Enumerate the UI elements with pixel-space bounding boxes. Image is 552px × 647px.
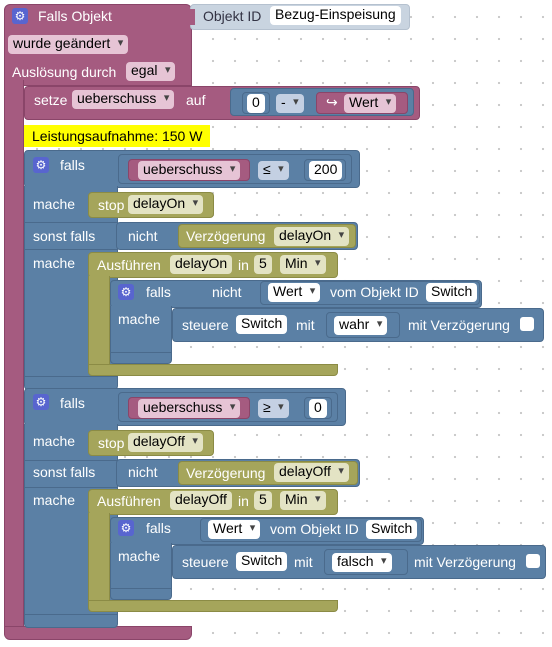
if-2-mache-label: mache: [33, 433, 76, 449]
elseif-row-2: [24, 460, 118, 488]
run-in-label-2: in: [238, 493, 249, 509]
if-1-mache2-label: mache: [33, 255, 76, 271]
gear-icon[interactable]: ⚙: [33, 157, 49, 173]
inner-if-block-2-footer: [110, 588, 172, 600]
value-dropdown[interactable]: Wert: [344, 94, 397, 113]
event-block-footer: [4, 626, 192, 640]
arrow-icon: ↪: [326, 94, 338, 110]
trigger-dropdown[interactable]: egal: [126, 62, 176, 81]
stop-label-2: stop: [98, 435, 125, 451]
run-block-1-spine: [88, 276, 110, 368]
inner-if-block-1-spine: [110, 306, 172, 356]
if-2-falls-label: falls: [60, 395, 85, 411]
control-delay-label-2: mit Verzögerung: [414, 554, 516, 570]
gear-icon[interactable]: ⚙: [118, 284, 134, 300]
value-prop-dropdown-2[interactable]: Wert: [208, 520, 261, 539]
run-unit-dropdown-1[interactable]: Min: [280, 255, 326, 274]
compare-op-dropdown-1[interactable]: ≤: [258, 161, 289, 180]
control-label-1: steuere: [182, 317, 229, 333]
control-object-field-1[interactable]: Switch: [236, 315, 288, 334]
inner-if-block-2-spine: [110, 543, 172, 593]
run-in-label-1: in: [238, 257, 249, 273]
run-num-field-1[interactable]: 5: [254, 255, 272, 274]
control-with-label-2: mit: [294, 554, 313, 570]
inner-if-1-not-label: nicht: [212, 284, 242, 300]
input-connector-notch: [186, 9, 195, 25]
gear-icon[interactable]: ⚙: [33, 394, 49, 410]
control-label-2: steuere: [182, 554, 229, 570]
stop-label-1: stop: [98, 197, 125, 213]
from-object-field-1[interactable]: Switch: [426, 283, 478, 302]
number-field[interactable]: 0: [247, 94, 265, 113]
inner-if-2-mache-label: mache: [118, 548, 161, 564]
control-delay-label-1: mit Verzögerung: [408, 317, 510, 333]
variable-dropdown[interactable]: ueberschuss: [72, 90, 175, 109]
gear-icon[interactable]: ⚙: [118, 520, 134, 536]
comment-note: Leistungsaufnahme: 150 W: [24, 125, 211, 147]
if-1-elseif-label: sonst falls: [33, 228, 96, 244]
object-id-label: Objekt ID: [203, 8, 262, 24]
operator-dropdown[interactable]: -: [276, 94, 304, 113]
stop-timer-dropdown-2[interactable]: delayOff: [128, 433, 203, 452]
delay-label-1: Verzögerung: [186, 228, 266, 244]
control-object-field-2[interactable]: Switch: [236, 552, 288, 571]
compare-num-field-2[interactable]: 0: [309, 399, 327, 418]
if-2-mache2-label: mache: [33, 492, 76, 508]
run-timer-field-1[interactable]: delayOn: [170, 255, 233, 274]
run-block-2-spine: [88, 513, 110, 605]
run-label-2: Ausführen: [97, 493, 161, 509]
object-id-field[interactable]: Bezug-Einspeisung: [270, 6, 401, 25]
inner-if-1-mache-label: mache: [118, 311, 161, 327]
run-num-field-2[interactable]: 5: [254, 491, 272, 510]
trigger-label: Auslösung durch: [12, 64, 117, 80]
inner-if-1-falls-label: falls: [146, 284, 171, 300]
delay-label-2: Verzögerung: [186, 465, 266, 481]
bool-dropdown-1[interactable]: wahr: [334, 316, 388, 335]
compare-num-field-1[interactable]: 200: [309, 161, 343, 180]
run-label-1: Ausführen: [97, 257, 161, 273]
gear-icon[interactable]: ⚙: [12, 8, 28, 24]
not-label-2: nicht: [128, 464, 158, 480]
set-label: setze: [34, 92, 68, 108]
if-2-elseif-label: sonst falls: [33, 464, 96, 480]
compare-op-dropdown-2[interactable]: ≥: [258, 399, 289, 418]
stop-timer-dropdown-1[interactable]: delayOn: [128, 195, 204, 214]
if-1-mache-label: mache: [33, 196, 76, 212]
run-block-2-footer: [88, 600, 338, 612]
set-to-label: auf: [186, 92, 206, 108]
if-block-2-footer: [24, 614, 118, 628]
elseif-row-1: [24, 222, 118, 250]
value-prop-dropdown-1[interactable]: Wert: [268, 283, 321, 302]
from-object-label-1: vom Objekt ID: [330, 284, 419, 300]
delay-checkbox-1[interactable]: [520, 317, 534, 331]
not-label-1: nicht: [128, 228, 158, 244]
control-with-label-1: mit: [296, 317, 315, 333]
inner-if-block-1-footer: [110, 352, 172, 364]
inner-if-2-falls-label: falls: [146, 520, 171, 536]
delay-checkbox-2[interactable]: [526, 554, 540, 568]
bool-dropdown-2[interactable]: falsch: [332, 553, 392, 572]
event-block-spine: [4, 80, 24, 632]
run-unit-dropdown-2[interactable]: Min: [280, 491, 326, 510]
if-1-falls-label: falls: [60, 157, 85, 173]
condition-dropdown[interactable]: wurde geändert: [8, 35, 129, 54]
run-block-1-footer: [88, 364, 338, 376]
delay-timer-dropdown-2[interactable]: delayOff: [274, 463, 349, 482]
from-object-label-2: vom Objekt ID: [270, 521, 359, 537]
compare-var-dropdown-2[interactable]: ueberschuss: [138, 399, 241, 418]
delay-timer-dropdown-1[interactable]: delayOn: [274, 227, 350, 246]
from-object-field-2[interactable]: Switch: [366, 520, 418, 539]
compare-var-dropdown-1[interactable]: ueberschuss: [138, 161, 241, 180]
event-title: Falls Objekt: [38, 8, 112, 24]
run-timer-field-2[interactable]: delayOff: [170, 491, 232, 510]
